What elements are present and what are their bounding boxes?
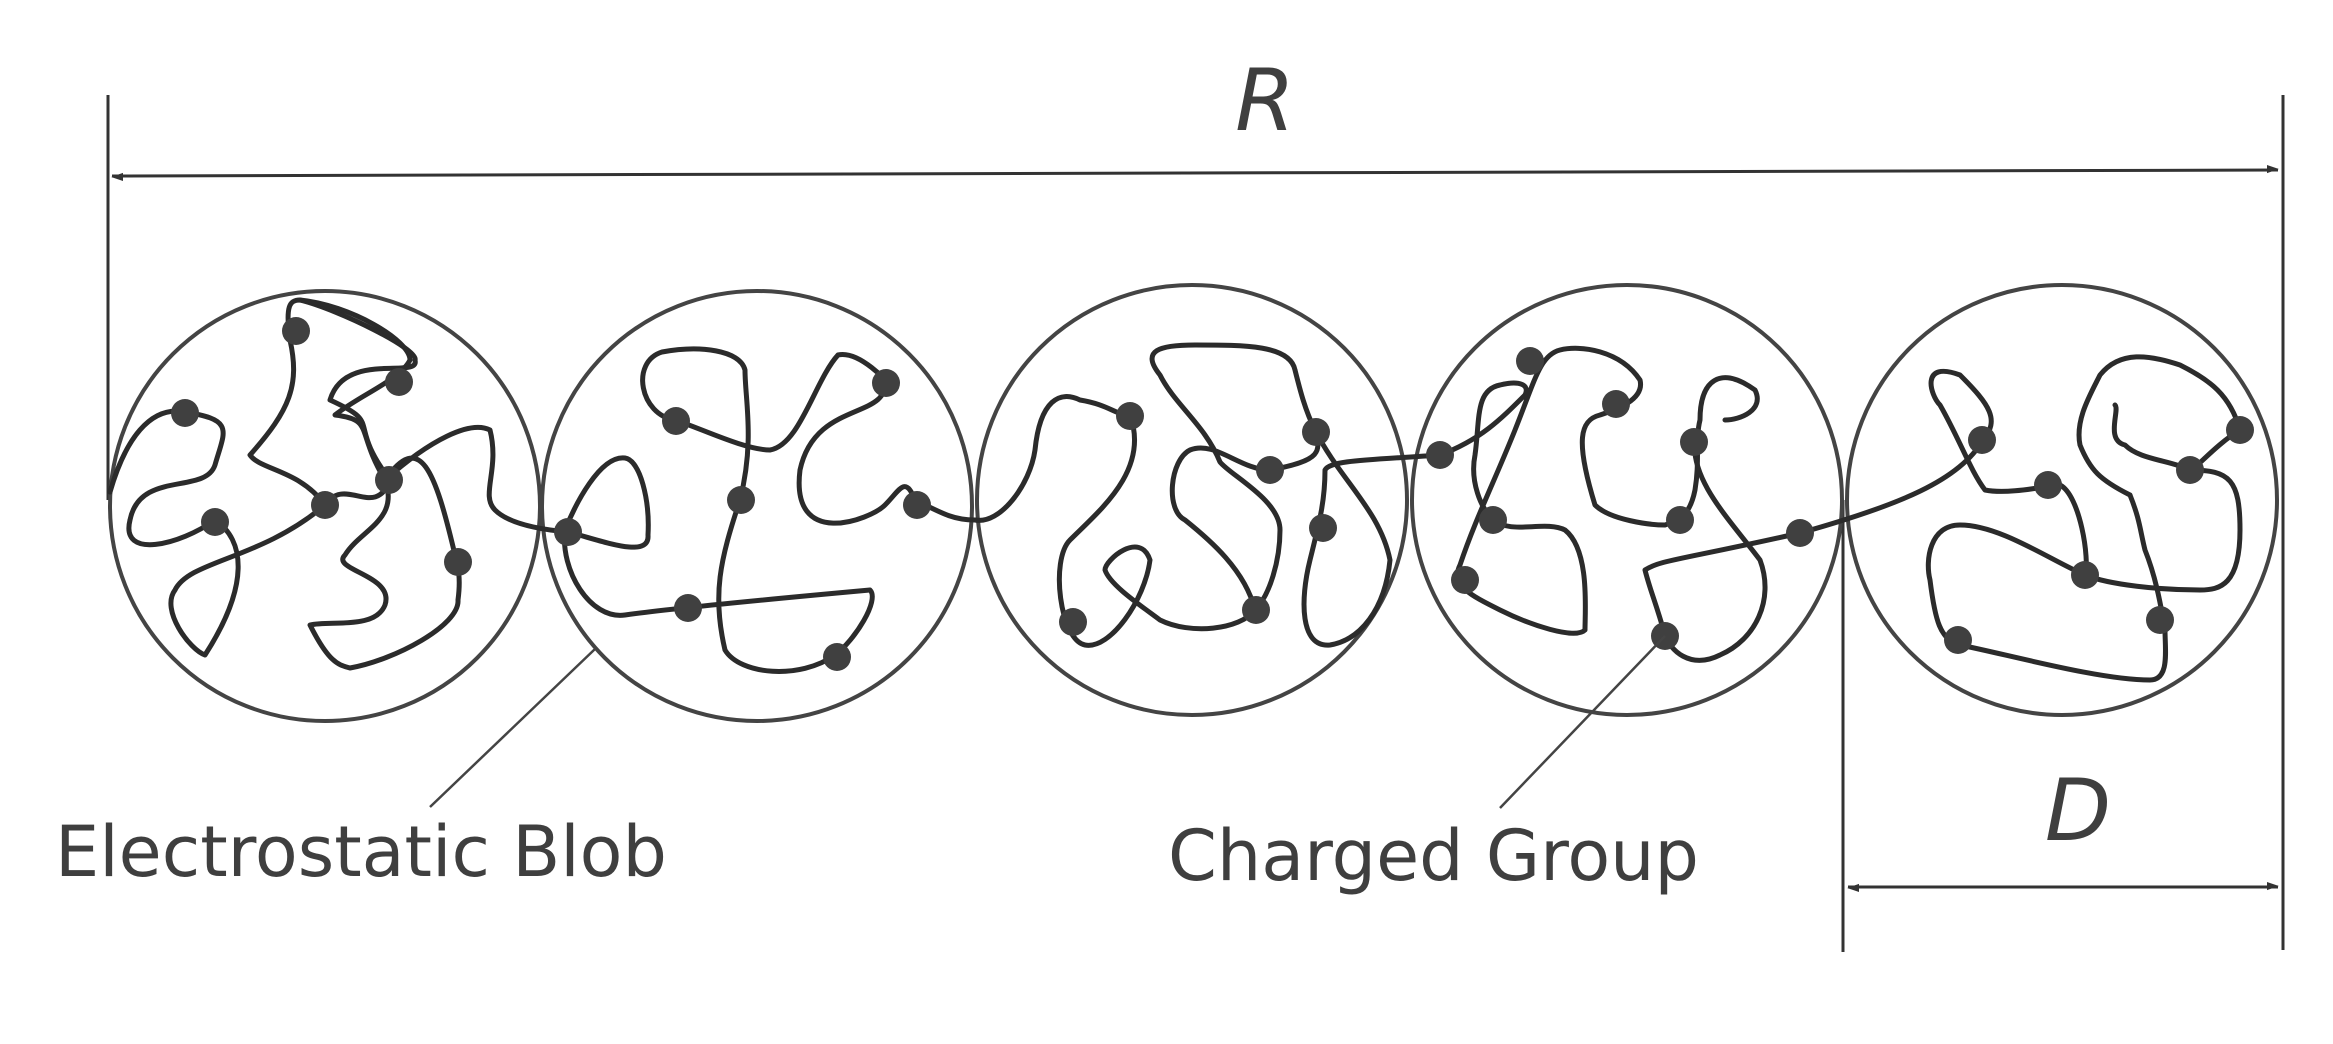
charged-group-dot [201, 508, 229, 536]
charged-group-dot [1968, 426, 1996, 454]
charged-group-dot [2176, 456, 2204, 484]
chain-segment-link-1-2 [382, 424, 571, 535]
chain-segment-blob-4 [1437, 345, 1760, 636]
charged-group-dot [1116, 402, 1144, 430]
blob-4 [1410, 283, 1844, 717]
charged-group-leader-line [1499, 635, 1666, 809]
d-label: D [2045, 761, 2111, 861]
charged-group-dot [662, 407, 690, 435]
chain-segment-blob-3b [1301, 427, 1443, 648]
charged-group-dot [1309, 514, 1337, 542]
charged-group-dot [872, 369, 900, 397]
charged-group-dot [1666, 506, 1694, 534]
electrostatic-blob-label: Electrostatic Blob [55, 811, 667, 893]
charged-group-dot [282, 317, 310, 345]
chain-segment-blob-5c [2082, 467, 2243, 593]
chain-segment-link-2-3 [972, 394, 1133, 523]
charged-groups [171, 317, 2254, 671]
blob-2 [540, 289, 974, 723]
charged-group-dot [903, 491, 931, 519]
charged-group-dot [375, 466, 403, 494]
chain-segment-blob-3 [1056, 342, 1321, 648]
charged-group-dot [1451, 566, 1479, 594]
charged-group-dot [1944, 626, 1972, 654]
charged-group-dot [1479, 506, 1507, 534]
charged-group-dot [2226, 416, 2254, 444]
charged-group-dot [1426, 441, 1454, 469]
charged-group-dot [2034, 471, 2062, 499]
charged-group-dot [311, 491, 339, 519]
blob-5 [1845, 283, 2279, 717]
charged-group-dot [674, 594, 702, 622]
polymer-chain [107, 297, 2243, 683]
dimension-d: D [1841, 500, 2279, 952]
charged-group-dot [727, 486, 755, 514]
charged-group-dot [823, 643, 851, 671]
charged-group-dot [2071, 561, 2099, 589]
charged-group-dot [1516, 347, 1544, 375]
chain-segment-blob-4b [1642, 437, 1803, 663]
charged-group-dot [1786, 519, 1814, 547]
blob-leader-line [429, 648, 596, 808]
charged-group-dot [444, 548, 472, 576]
charged-group-dot [1256, 456, 1284, 484]
blob-3 [975, 283, 1409, 717]
charged-group-dot [1302, 418, 1330, 446]
charged-group-dot [1059, 608, 1087, 636]
charged-group-dot [171, 399, 199, 427]
r-dimension-arrow [111, 165, 2279, 181]
charged-group-label: Charged Group [1168, 815, 1699, 897]
charged-group-dot [1680, 428, 1708, 456]
charged-group-dot [2146, 606, 2174, 634]
chain-segment-blob-1 [107, 297, 418, 658]
chain-segment-blob-5b [2076, 354, 2243, 498]
r-label: R [1235, 51, 1295, 151]
charged-group-dot [554, 518, 582, 546]
charged-group-dot [1242, 596, 1270, 624]
dimension-r: R [106, 51, 2285, 950]
chain-segment-link-4-5 [1797, 437, 1986, 536]
charged-group-dot [1602, 390, 1630, 418]
charged-group-dot [385, 368, 413, 396]
blobs [108, 283, 2279, 723]
chain-segment-blob-5 [1925, 368, 2169, 683]
